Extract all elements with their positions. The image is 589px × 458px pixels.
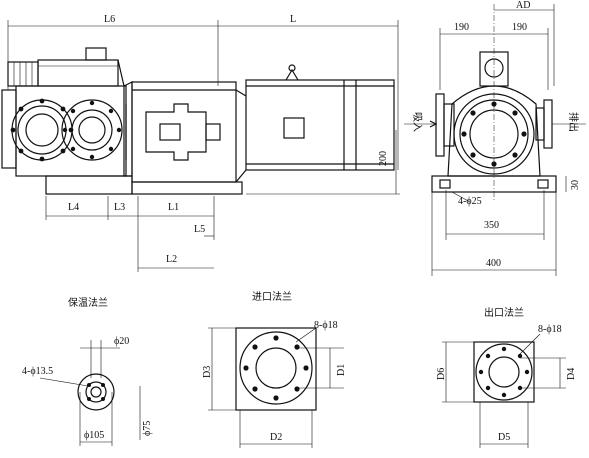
dim-AD: AD <box>516 0 530 11</box>
outlet-D5: D5 <box>498 432 510 443</box>
dim-L5: L5 <box>194 224 205 235</box>
dim-L4: L4 <box>68 202 79 213</box>
side-view: L6 L <box>1 14 400 272</box>
dim-190-right: 190 <box>512 22 527 33</box>
inlet-flange-title: 进口法兰 <box>252 290 292 303</box>
dim-190-left: 190 <box>454 22 469 33</box>
dim-L: L <box>290 14 296 25</box>
dim-L6: L6 <box>104 14 115 25</box>
heat-bolts: 4-ϕ13.5 <box>22 366 53 377</box>
outlet-D4: D4 <box>566 368 577 380</box>
dim-200: 200 <box>378 151 389 166</box>
dim-L1: L1 <box>168 202 179 213</box>
outlet-D6: D6 <box>436 368 447 380</box>
discharge-label: 排出 <box>567 112 580 132</box>
inlet-bolts: 8-ϕ18 <box>314 320 338 331</box>
dim-L2: L2 <box>166 254 177 265</box>
inlet-flange: 进口法兰 8-ϕ18 D3 D1 D2 <box>202 290 347 448</box>
outlet-flange: 出口法兰 8-ϕ18 D6 D4 D5 <box>436 306 577 448</box>
heat-phi105: ϕ105 <box>84 430 104 441</box>
heat-phi75: ϕ75 <box>142 421 153 436</box>
inlet-D2: D2 <box>270 432 282 443</box>
dim-400: 400 <box>486 258 501 269</box>
heat-flange: 保温法兰 ϕ20 4-ϕ13.5 ϕ105 ϕ75 <box>22 296 153 446</box>
dim-L3: L3 <box>114 202 125 213</box>
dim-350: 350 <box>484 220 499 231</box>
suction-label: 吸入 <box>411 112 422 132</box>
end-view: AD 190 190 吸入 排出 30 <box>404 0 586 276</box>
dim-30: 30 <box>570 180 581 190</box>
heat-phi20: ϕ20 <box>114 336 129 347</box>
heat-flange-title: 保温法兰 <box>68 296 108 309</box>
bolts-phi25: 4-ϕ25 <box>458 196 482 207</box>
inlet-D3: D3 <box>202 366 213 378</box>
inlet-D1: D1 <box>336 364 347 376</box>
outlet-bolts: 8-ϕ18 <box>538 324 562 335</box>
outlet-flange-title: 出口法兰 <box>484 306 524 319</box>
